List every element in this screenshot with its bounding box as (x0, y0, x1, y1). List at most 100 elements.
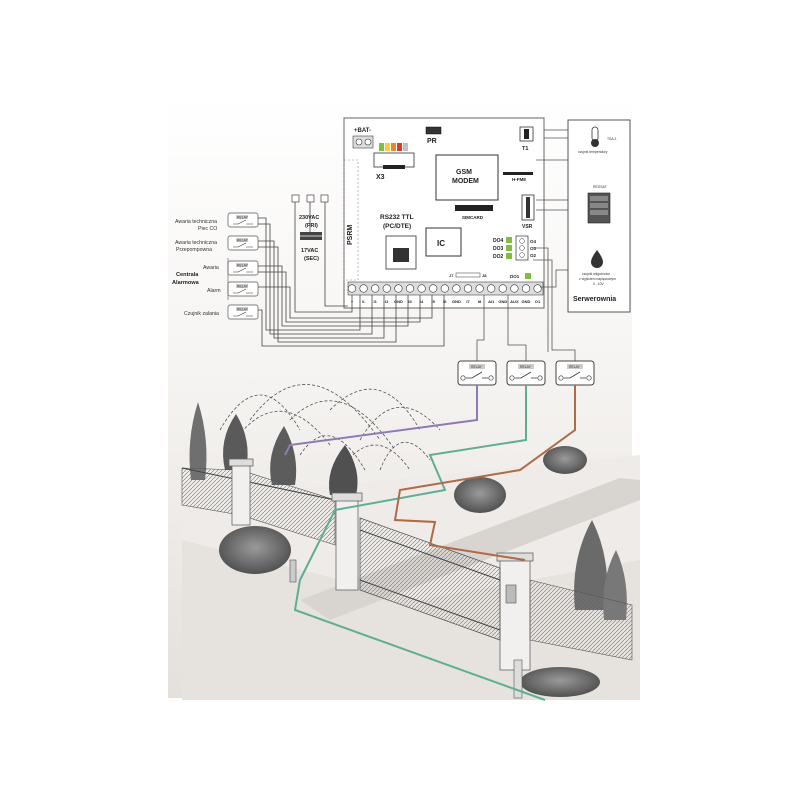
terminal-label: GND (498, 299, 507, 304)
t1-label: T1 (522, 146, 528, 152)
rack-label: REGSAT (593, 185, 607, 189)
do1-label: DO1 (510, 274, 520, 279)
wire (507, 295, 527, 361)
terminal-screw-icon (452, 284, 461, 293)
terminal-label: I8 (478, 299, 482, 304)
rs232-label: RS232 TTL (380, 214, 414, 221)
group-label-line2: Alarmowa (172, 280, 200, 286)
terminal-icon (586, 375, 592, 381)
wire (258, 286, 433, 319)
temp-sensor-label: TSA-1 (607, 137, 617, 141)
terminal-icon (558, 375, 564, 381)
screw-icon (364, 138, 372, 146)
spray-arc (379, 442, 431, 471)
input-1-line2: Piec CO (198, 226, 217, 232)
bushes (219, 446, 600, 697)
terminal-label: AI1 (488, 299, 495, 304)
humidity-label-1: czujnik wilgotności (582, 272, 610, 276)
hfme-label: H-FME (512, 177, 526, 182)
psrm-area (343, 159, 359, 281)
terminal-screw-icon (487, 284, 496, 293)
terminal-screw-icon (405, 284, 415, 293)
terminal-screw-icon (463, 284, 473, 293)
spray-arc (299, 435, 366, 471)
output-relay-3: RELAY (555, 360, 595, 386)
bush (219, 526, 291, 574)
purple-wire (284, 385, 478, 456)
simcard-label: SIMCARD (462, 215, 484, 220)
wire (324, 202, 348, 307)
spray-arc (249, 384, 381, 441)
spray-arc (289, 400, 396, 451)
fence-pillar (231, 464, 251, 526)
terminal-screw-icon (394, 284, 403, 293)
gate-pillar (335, 499, 359, 591)
x3-pins (383, 165, 405, 169)
bush (454, 477, 506, 513)
spray-arc (329, 388, 421, 431)
screw-icon (519, 252, 525, 258)
screw-icon (519, 238, 525, 244)
terminal-screw-icon (417, 284, 426, 293)
jumper-block (455, 272, 481, 278)
board-outline (343, 117, 545, 309)
led-grey-icon (403, 143, 408, 151)
o4-label: O4 (530, 239, 537, 244)
thermometer-bulb (591, 139, 599, 147)
switch-icon (515, 371, 537, 379)
input-5-label: Czujnik zalania (184, 311, 219, 317)
relay-label: RELAY (237, 215, 249, 219)
ic-chip (425, 227, 462, 257)
wire (533, 247, 549, 352)
sprinkler-arcs (219, 384, 441, 471)
relay-control-wiring (476, 247, 576, 361)
do4-label: DO4 (493, 238, 504, 244)
x3-label: X3 (376, 174, 385, 181)
post-icon (289, 559, 297, 583)
cypress-tree (189, 402, 207, 480)
fence-rail (181, 467, 336, 501)
relay-coil-icon (236, 215, 248, 219)
relay-box (227, 304, 259, 320)
terminal-screw-icon (533, 284, 542, 293)
intercom-icon (505, 584, 517, 604)
switch-icon (233, 311, 253, 317)
terminal-label: I7 (466, 299, 470, 304)
switch-icon (233, 288, 253, 294)
bollard-icon (513, 659, 523, 699)
pri-label: (PRI) (305, 223, 318, 229)
led-red-icon (397, 143, 402, 151)
wire (258, 271, 421, 323)
sliding-gate (359, 517, 501, 641)
j8-label: J8 (482, 273, 487, 278)
temp-sensor-desc: czujnik temperatury (578, 150, 608, 154)
relay-coil-icon (236, 284, 248, 288)
fence-panel (529, 579, 633, 661)
input-4-label: Alarm (207, 288, 221, 294)
terminal-icon (488, 375, 494, 381)
pri-voltage-label: 230VAC (299, 215, 319, 221)
terminal-label: V- (362, 299, 366, 304)
control-wires (284, 385, 576, 701)
do3-led-icon (506, 245, 512, 251)
relay-label: RELAY (520, 365, 532, 369)
terminal-screw-icon (371, 284, 380, 293)
terminal-label: I5 (432, 299, 436, 304)
terminal-label: I3 (408, 299, 412, 304)
terminal-label: I4 (420, 299, 424, 304)
terminal-screw-icon (429, 284, 438, 293)
green-wire (293, 385, 546, 701)
rs232-sub-label: (PC/DTE) (383, 223, 411, 230)
pr-label: PR (427, 138, 437, 145)
screw-icon (355, 138, 363, 146)
gsm-modem (435, 154, 499, 201)
terminal-label: I1 (374, 299, 378, 304)
terminal-block (347, 281, 544, 296)
hfme-connector (503, 172, 533, 175)
bush (520, 667, 600, 697)
relay-coil-icon (567, 364, 583, 369)
bat-label: +BAT- (354, 128, 371, 134)
led-green-icon (379, 143, 384, 151)
do2-led-icon (506, 253, 512, 259)
